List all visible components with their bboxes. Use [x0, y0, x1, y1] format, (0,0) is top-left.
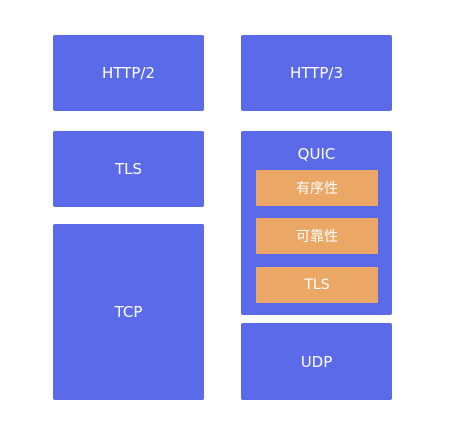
tls-label: TLS	[114, 160, 143, 178]
quic-feature-label: 有序性	[296, 181, 338, 197]
quic-feature-tls: TLS	[256, 267, 378, 303]
http2-label: HTTP/2	[102, 64, 155, 82]
tcp-label: TCP	[114, 303, 143, 321]
tls-layer: TLS	[53, 131, 204, 207]
udp-layer: UDP	[241, 323, 392, 400]
http2-layer: HTTP/2	[53, 35, 204, 111]
quic-feature-label: TLS	[304, 277, 330, 293]
quic-feature-label: 可靠性	[296, 229, 338, 245]
http3-label: HTTP/3	[290, 64, 343, 82]
quic-title: QUIC	[297, 145, 336, 163]
udp-label: UDP	[300, 352, 333, 371]
quic-layer: QUIC 有序性 可靠性 TLS	[241, 131, 392, 315]
quic-feature-reliability: 可靠性	[256, 218, 378, 254]
http3-layer: HTTP/3	[241, 35, 392, 111]
quic-feature-ordering: 有序性	[256, 170, 378, 206]
tcp-layer: TCP	[53, 224, 204, 400]
